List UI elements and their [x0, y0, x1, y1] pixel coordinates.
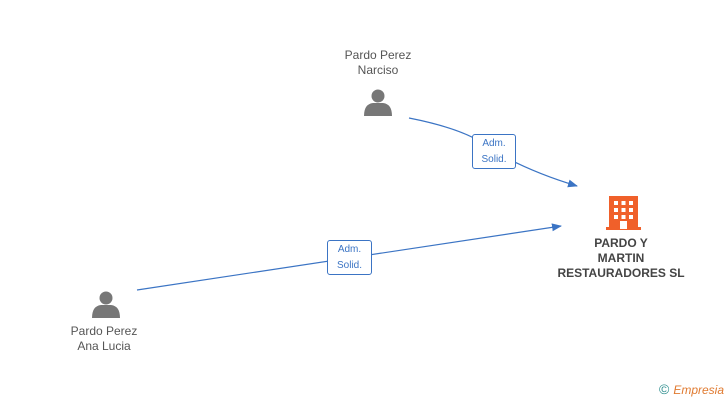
company-name-line2: MARTIN: [597, 251, 645, 265]
edge-label-line1: Adm.: [337, 244, 362, 255]
person-name-line2: Narciso: [357, 63, 399, 77]
company-name-line3: RESTAURADORES SL: [557, 266, 685, 280]
edge-label-ana-lucia: Adm. Solid.: [327, 240, 372, 275]
edge-label-line2: Solid.: [481, 154, 507, 165]
person-name-line1: Pardo Perez: [344, 48, 412, 62]
person-icon[interactable]: [364, 89, 392, 117]
person-label-ana-lucia[interactable]: Pardo Perez Ana Lucia: [44, 324, 164, 354]
person-icon[interactable]: [92, 291, 120, 319]
person-name-line1: Pardo Perez: [70, 324, 138, 338]
edge-label-line2: Solid.: [336, 260, 362, 271]
company-label[interactable]: PARDO Y MARTIN RESTAURADORES SL: [546, 236, 696, 281]
watermark-text: Empresia: [673, 383, 724, 397]
person-name-line2: Ana Lucia: [77, 339, 131, 353]
edge-label-narciso: Adm. Solid.: [472, 134, 516, 169]
edge-label-line1: Adm.: [482, 138, 506, 149]
copyright-icon: ©: [658, 381, 670, 397]
person-label-narciso[interactable]: Pardo Perez Narciso: [318, 48, 438, 78]
building-icon[interactable]: [606, 196, 641, 230]
company-name-line1: PARDO Y: [594, 236, 648, 250]
watermark: ©Empresia: [659, 381, 724, 397]
